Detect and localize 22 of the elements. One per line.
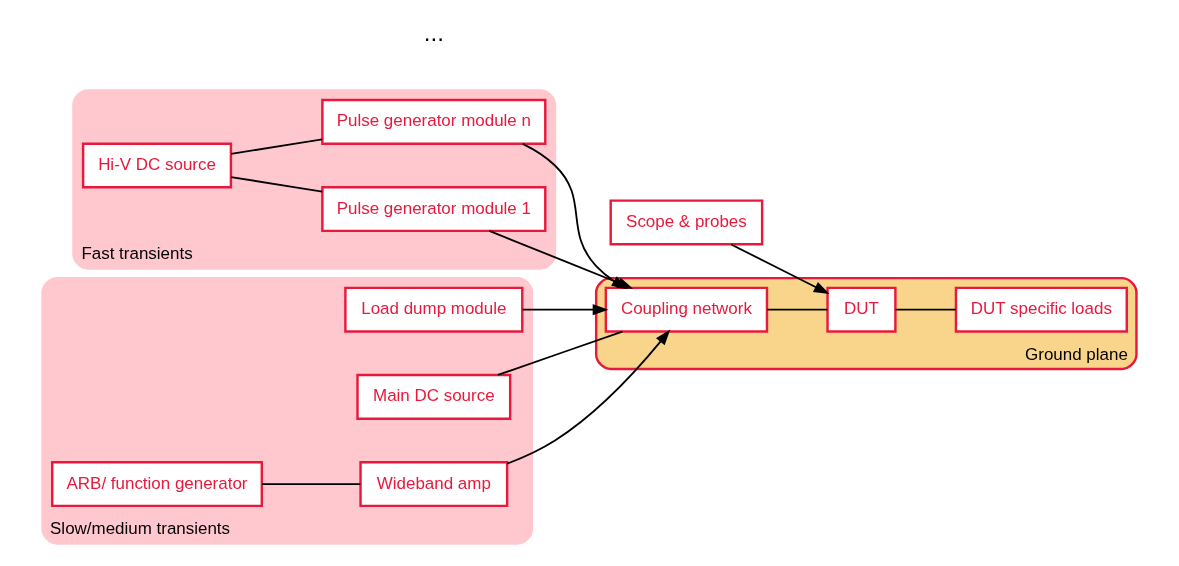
node-box: DUT xyxy=(826,286,897,333)
arrow xyxy=(521,304,609,316)
node-box: Pulse generator module 1 xyxy=(321,186,547,233)
connector xyxy=(766,308,829,311)
connector xyxy=(261,483,362,485)
node-box: Coupling network xyxy=(604,286,769,333)
node-box: Hi-V DC source xyxy=(81,142,233,189)
node-box: DUT specific loads xyxy=(954,286,1128,333)
connector xyxy=(230,138,324,155)
node-box: ARB/ function generator xyxy=(51,461,263,508)
arrow xyxy=(506,329,671,465)
arrow xyxy=(730,243,830,295)
connector xyxy=(230,176,324,193)
node-box: Load dump module xyxy=(344,286,524,333)
node-box: Scope & probes xyxy=(609,199,764,246)
connector xyxy=(894,308,957,311)
node-box: Wideband amp xyxy=(359,461,509,508)
node-box: Main DC source xyxy=(356,373,512,420)
arrow xyxy=(521,142,628,290)
label: ... xyxy=(423,18,444,46)
connector xyxy=(496,330,624,376)
node-box: Pulse generator module n xyxy=(321,98,547,145)
